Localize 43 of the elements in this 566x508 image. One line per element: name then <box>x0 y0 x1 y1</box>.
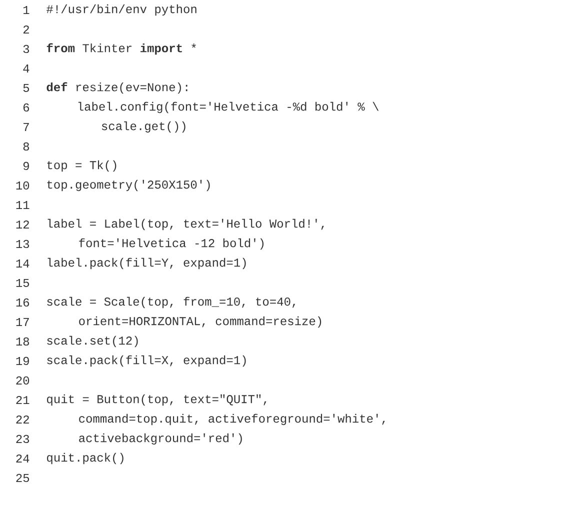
line-number: 3 <box>23 44 30 54</box>
line-number: 10 <box>16 181 30 190</box>
line-number: 19 <box>16 356 29 366</box>
code-line: quit.pack() <box>47 452 124 464</box>
line-number: 9 <box>23 162 29 170</box>
line-number: 5 <box>23 84 30 92</box>
line-number: 16 <box>16 298 30 307</box>
line-number: 23 <box>16 434 30 444</box>
line-number: 7 <box>24 123 29 131</box>
line-number: 13 <box>16 240 30 248</box>
line-number: 6 <box>23 103 30 112</box>
code-line: label.pack(fill=Y, expand=1) <box>48 258 246 270</box>
code-line: top = Tk() <box>47 160 116 172</box>
code-line: scale.set(12) <box>47 336 138 348</box>
line-number: 11 <box>16 201 30 209</box>
code-line: top.geometry('250X150') <box>47 180 210 192</box>
code-line: from Tkinter import* <box>46 43 196 55</box>
code-line: label.config(font='Helvetica -%d bold' % \ <box>78 102 379 114</box>
line-number: 8 <box>23 142 30 151</box>
code-line: #!/usr/bin/env python <box>46 4 196 16</box>
line-number: 22 <box>16 415 29 424</box>
code-line: label = Label(top, text='Hello World!', <box>48 218 324 230</box>
code-line: quit = Button(top, text="QUIT", <box>47 394 266 406</box>
line-number: 18 <box>16 337 30 346</box>
code-line: scale = Scale(top, from_=10, to=40, <box>47 296 296 308</box>
line-number: 12 <box>16 220 29 228</box>
line-number: 14 <box>16 260 30 268</box>
line-number: 21 <box>16 396 30 404</box>
line-number: 24 <box>16 454 30 462</box>
code-line: font='Helvetica -12 bold') <box>79 238 264 250</box>
line-number: 20 <box>16 376 30 385</box>
code-line: def resize(ev=None): <box>46 82 188 94</box>
code-line: command=top.quit, activeforeground='white', <box>79 414 385 426</box>
line-number: 17 <box>16 318 29 326</box>
line-number: 1 <box>23 6 30 14</box>
code-line: orient=HORIZONTAL, command=resize) <box>79 316 322 328</box>
line-number: 25 <box>16 474 30 482</box>
line-number: 2 <box>23 25 29 34</box>
code-line: scale.pack(fill=X, expand=1) <box>47 355 246 367</box>
code-line: activebackground='red') <box>79 433 242 445</box>
code-line: scale.get()) <box>102 121 186 133</box>
line-number: 4 <box>23 64 30 72</box>
line-number: 15 <box>16 278 30 287</box>
